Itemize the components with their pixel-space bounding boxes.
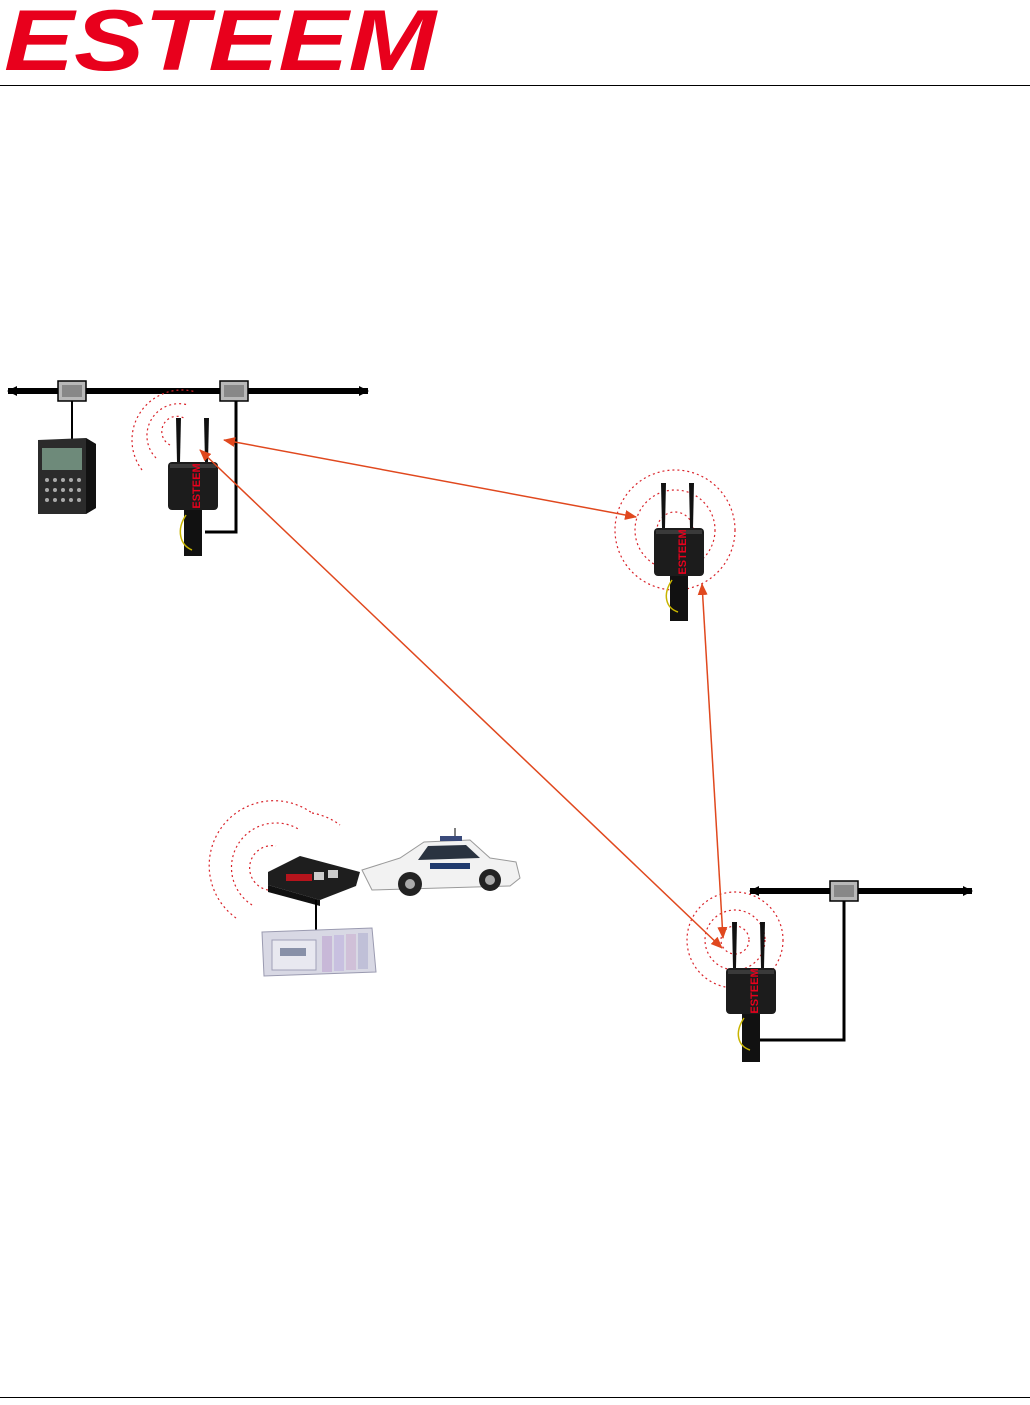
outdoor-radio-icon: ESTEEM	[687, 892, 783, 1062]
esteem-logo-text: ESTEEM	[4, 0, 439, 80]
mobile-radio-icon	[209, 801, 360, 930]
header-rule	[0, 85, 1030, 86]
radio-label: ESTEEM	[191, 463, 203, 508]
ethernet-bus-right	[750, 881, 972, 1040]
network-diagram: ESTEEM ESTEEM ESTEEM	[0, 355, 1030, 1085]
link-radio1-radio2	[224, 440, 636, 517]
radio-label: ESTEEM	[749, 968, 761, 1013]
outdoor-radio-icon: ESTEEM	[615, 470, 735, 621]
police-car-icon	[362, 828, 520, 896]
server-tower-icon	[38, 438, 96, 514]
radio-label: ESTEEM	[677, 529, 689, 574]
link-radio2-radio3	[702, 584, 723, 938]
plc-rack-icon	[262, 928, 376, 976]
footer-rule	[0, 1397, 1030, 1398]
esteem-logo: ESTEEM	[0, 0, 440, 80]
